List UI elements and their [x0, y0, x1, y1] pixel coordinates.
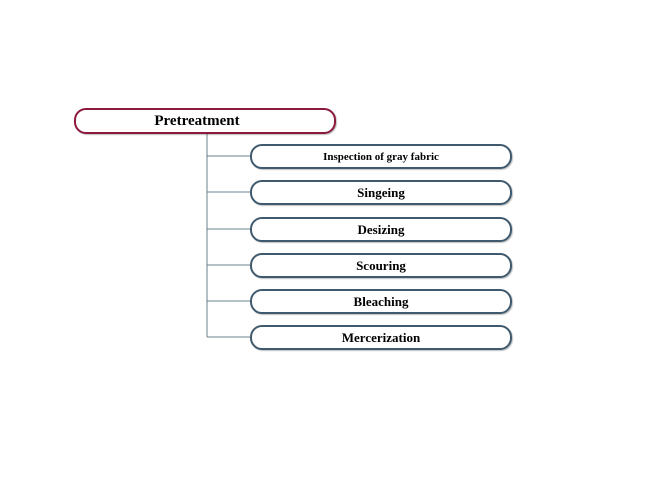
step-node-label: Inspection of gray fabric	[323, 150, 439, 163]
step-node-label: Scouring	[356, 257, 406, 273]
step-node-label: Desizing	[357, 221, 405, 237]
root-node-label: Pretreatment	[154, 112, 240, 129]
step-node-singeing: Singeing	[250, 180, 512, 205]
step-node-label: Mercerization	[341, 329, 421, 345]
step-node-inspection: Inspection of gray fabric	[250, 144, 512, 169]
step-node-label: Singeing	[357, 184, 405, 200]
step-node-desizing: Desizing	[250, 217, 512, 242]
root-node: Pretreatment	[74, 108, 336, 134]
step-node-mercerization: Mercerization	[250, 325, 512, 350]
step-node-scouring: Scouring	[250, 253, 512, 278]
step-node-bleaching: Bleaching	[250, 289, 512, 314]
step-node-label: Bleaching	[353, 293, 409, 309]
